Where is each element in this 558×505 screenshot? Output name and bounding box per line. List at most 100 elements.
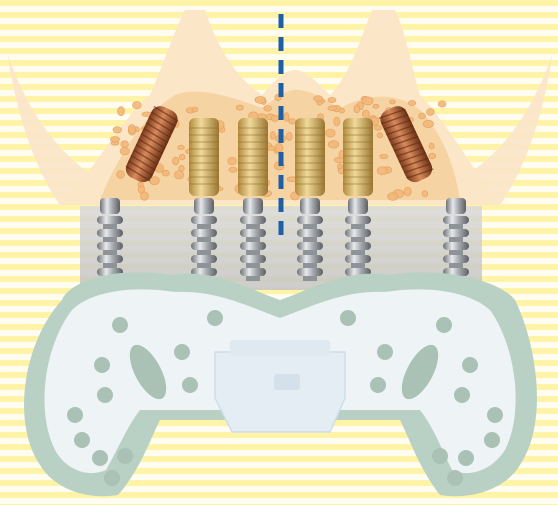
abutment-thread xyxy=(345,242,371,250)
bone-granule xyxy=(173,157,179,165)
prosthesis-dot xyxy=(182,377,198,393)
abutment-thread xyxy=(191,242,217,250)
abutment-core xyxy=(246,263,260,268)
bone-granule xyxy=(390,100,396,104)
bone-granule xyxy=(422,191,428,197)
bone-granule xyxy=(118,107,125,116)
abutment-thread xyxy=(345,255,371,263)
abutment-core xyxy=(197,250,211,255)
abutment-collar xyxy=(446,198,466,214)
abutment-thread xyxy=(240,242,266,250)
abutment-core xyxy=(246,224,260,229)
abutment-core xyxy=(103,224,117,229)
bone-granule xyxy=(113,127,122,133)
bone-granule xyxy=(179,154,185,160)
abutment-thread xyxy=(191,255,217,263)
bone-granule xyxy=(429,153,436,159)
abutment-thread xyxy=(97,229,123,237)
abutment-core xyxy=(103,250,117,255)
bone-granule xyxy=(328,141,338,148)
abutment-core xyxy=(303,263,317,268)
abutment-thread xyxy=(97,242,123,250)
bone-granule xyxy=(337,164,342,169)
bone-granule xyxy=(328,97,336,102)
bone-granule xyxy=(427,109,435,116)
abutment-core xyxy=(449,224,463,229)
abutment-core xyxy=(351,224,365,229)
bone-granule xyxy=(328,106,337,111)
abutment-core xyxy=(449,263,463,268)
abutment-thread xyxy=(297,268,323,276)
abutment-core xyxy=(197,237,211,242)
prosthesis-dot xyxy=(454,387,470,403)
bone-granule xyxy=(377,167,387,175)
abutment-thread xyxy=(240,255,266,263)
abutment-core xyxy=(351,250,365,255)
bone-granule xyxy=(334,117,340,126)
abutment-core xyxy=(351,237,365,242)
bone-granule xyxy=(236,105,243,110)
bone-granule xyxy=(270,132,275,140)
prosthesis-dot xyxy=(436,317,452,333)
bone-granule xyxy=(419,113,426,119)
bone-granule xyxy=(423,120,433,127)
abutment-core xyxy=(246,276,260,281)
prosthesis-dot xyxy=(377,344,393,360)
bone-granule xyxy=(175,171,184,179)
abutment-core xyxy=(303,224,317,229)
prosthesis-dot xyxy=(174,344,190,360)
abutment-core xyxy=(246,250,260,255)
prosthesis-dot xyxy=(484,432,500,448)
prosthesis-dot xyxy=(432,448,448,464)
abutment-thread xyxy=(297,255,323,263)
abutment-thread xyxy=(97,255,123,263)
implant-straight-2 xyxy=(238,118,268,196)
bone-granule xyxy=(408,100,415,105)
prosthesis-dot xyxy=(92,450,108,466)
bone-granule xyxy=(133,102,142,109)
abutment-core xyxy=(351,263,365,268)
prosthesis-dot xyxy=(487,407,503,423)
prosthesis-socket-top xyxy=(230,340,330,356)
bone-granule xyxy=(120,148,129,155)
abutment-core xyxy=(197,263,211,268)
bone-granule xyxy=(362,97,373,105)
abutment-collar xyxy=(100,198,120,214)
bone-granule xyxy=(438,101,446,107)
abutment-core xyxy=(246,237,260,242)
bone-granule xyxy=(192,107,198,112)
abutment-core xyxy=(303,276,317,281)
abutment-thread xyxy=(443,216,469,224)
bone-granule xyxy=(380,154,388,158)
abutment-thread xyxy=(443,229,469,237)
prosthesis-dot xyxy=(462,357,478,373)
prosthesis-dot xyxy=(207,310,223,326)
abutment-thread xyxy=(240,229,266,237)
abutment-thread xyxy=(240,216,266,224)
bone-granule xyxy=(339,108,344,113)
implant-straight-3 xyxy=(295,118,325,196)
abutment-core xyxy=(303,250,317,255)
bone-granule xyxy=(162,170,169,176)
abutment-thread xyxy=(297,242,323,250)
bone-granule xyxy=(141,192,149,200)
abutment-thread xyxy=(345,229,371,237)
bone-granule xyxy=(388,193,398,201)
abutment-thread xyxy=(191,229,217,237)
abutment-core xyxy=(197,224,211,229)
abutment-thread xyxy=(345,216,371,224)
bone-granule xyxy=(289,119,296,124)
bone-granule xyxy=(255,97,266,104)
abutment-core xyxy=(449,250,463,255)
bone-granule xyxy=(286,132,292,140)
prosthesis-socket-nub xyxy=(274,374,300,390)
prosthesis-dot xyxy=(94,357,110,373)
prosthesis-dot xyxy=(370,377,386,393)
bone-granule xyxy=(264,106,272,112)
prosthesis-dot xyxy=(447,470,463,486)
prosthesis-dot xyxy=(97,387,113,403)
bone-granule xyxy=(229,167,237,172)
bone-granule xyxy=(404,187,411,196)
